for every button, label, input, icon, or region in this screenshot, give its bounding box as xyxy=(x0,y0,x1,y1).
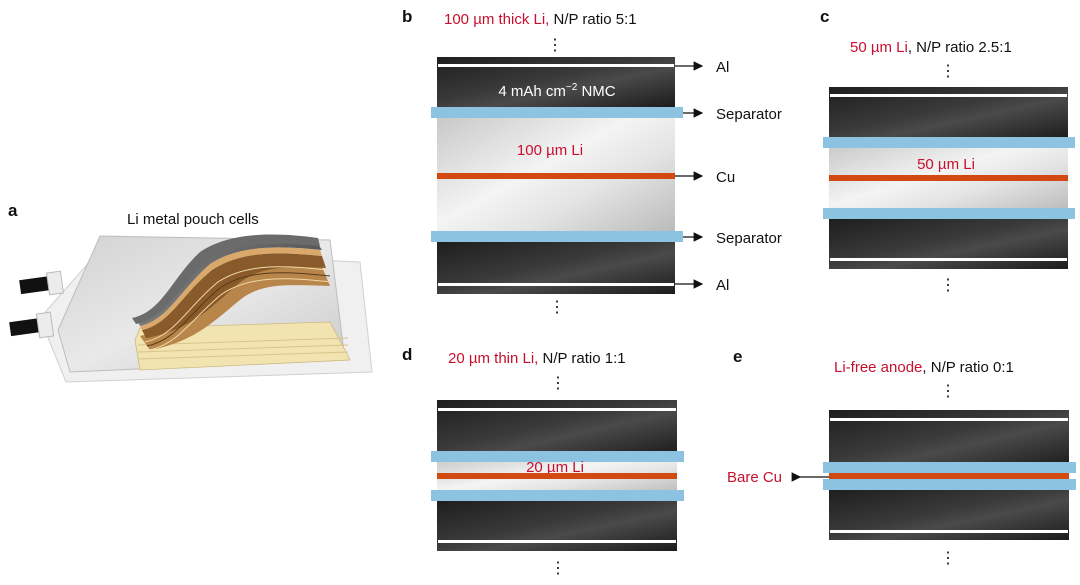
panel-d-separator-bottom xyxy=(431,490,684,501)
callout-al-top: Al xyxy=(716,59,729,76)
panel-c-copper xyxy=(829,175,1068,181)
panel-d-ellipsis-top: ⋮ xyxy=(550,375,566,392)
panel-a-letter: a xyxy=(8,201,18,220)
panel-b-separator-top xyxy=(431,107,683,118)
panel-b-lithium xyxy=(437,107,675,237)
panel-e-ellipsis-bottom: ⋮ xyxy=(940,550,956,567)
panel-e-ellipsis-top: ⋮ xyxy=(940,383,956,400)
panel-a-title: Li metal pouch cells xyxy=(127,211,259,228)
callout-bare-cu: Bare Cu xyxy=(727,469,782,486)
panel-b-ellipsis-top: ⋮ xyxy=(547,37,563,54)
panel-d-copper xyxy=(437,473,677,479)
panel-c-separator-top xyxy=(823,137,1075,148)
panel-b-caption-red: 100 µm thick Li, xyxy=(444,11,549,28)
panel-b-al-bottom xyxy=(438,283,674,286)
panel-c-letter: c xyxy=(820,7,829,26)
pouch-cell-illustration xyxy=(9,234,373,383)
panel-d-caption-black: N/P ratio 1:1 xyxy=(538,350,625,367)
panel-e-separator-bottom xyxy=(823,479,1076,490)
panel-c-ellipsis-bottom: ⋮ xyxy=(940,277,956,294)
panel-c: c 50 µm Li, N/P ratio 2.5:1 ⋮ 50 µm Li ⋮ xyxy=(820,7,1075,294)
panel-c-ellipsis-top: ⋮ xyxy=(940,63,956,80)
panel-a: a Li metal pouch cells xyxy=(8,201,373,383)
panel-d-separator-top xyxy=(431,451,684,462)
pouch-tab-bottom xyxy=(9,311,55,339)
panel-d-ellipsis-bottom: ⋮ xyxy=(550,560,566,577)
panel-b-al-top xyxy=(438,64,674,67)
panel-d-anode-label: 20 µm Li xyxy=(526,459,584,476)
panel-c-caption-black: , N/P ratio 2.5:1 xyxy=(908,39,1012,56)
panel-c-anode-label: 50 µm Li xyxy=(917,156,975,173)
panel-d-al-bottom xyxy=(438,540,676,543)
panel-e-caption-black: , N/P ratio 0:1 xyxy=(922,359,1013,376)
panel-b-cathode-label: 4 mAh cm−2 NMC xyxy=(498,82,615,100)
panel-e-caption: Li-free anode, N/P ratio 0:1 xyxy=(834,359,1014,376)
callout-separator-top: Separator xyxy=(716,106,782,123)
panel-b-caption: 100 µm thick Li, N/P ratio 5:1 xyxy=(444,11,637,28)
callout-separator-bottom: Separator xyxy=(716,230,782,247)
panel-d-letter: d xyxy=(402,345,412,364)
panel-d-cathode-bottom xyxy=(437,501,677,551)
panel-e-al-bottom xyxy=(830,530,1068,533)
panel-e-al-top xyxy=(830,418,1068,421)
panel-c-cathode-bottom xyxy=(829,219,1068,269)
panel-d-caption-red: 20 µm thin Li, xyxy=(448,350,538,367)
callout-al-bottom: Al xyxy=(716,277,729,294)
panel-d-caption: 20 µm thin Li, N/P ratio 1:1 xyxy=(448,350,626,367)
panel-e-letter: e xyxy=(733,347,742,366)
pouch-tab-top xyxy=(19,270,65,296)
panel-c-al-bottom xyxy=(830,258,1067,261)
panel-b-separator-bottom xyxy=(431,231,683,242)
callout-cu: Cu xyxy=(716,169,735,186)
panel-e: e Li-free anode, N/P ratio 0:1 ⋮ ⋮ Bare … xyxy=(727,347,1076,567)
panel-b: b 100 µm thick Li, N/P ratio 5:1 ⋮ 4 mAh… xyxy=(402,7,782,316)
panel-b-letter: b xyxy=(402,7,412,26)
panel-b-cathode-bottom xyxy=(437,242,675,294)
panel-d-al-top xyxy=(438,408,676,411)
panel-b-ellipsis-bottom: ⋮ xyxy=(549,299,565,316)
panel-c-al-top xyxy=(830,94,1067,97)
panel-c-caption-red: 50 µm Li xyxy=(850,39,908,56)
panel-c-separator-bottom xyxy=(823,208,1075,219)
panel-e-caption-red: Li-free anode xyxy=(834,359,922,376)
panel-e-separator-top xyxy=(823,462,1076,473)
panel-b-copper xyxy=(437,173,675,179)
panel-e-copper xyxy=(829,473,1069,479)
panel-b-caption-black: N/P ratio 5:1 xyxy=(549,11,636,28)
panel-d: d 20 µm thin Li, N/P ratio 1:1 ⋮ 20 µm L… xyxy=(402,345,684,577)
curled-electrode-layers xyxy=(132,234,333,351)
panel-b-anode-label: 100 µm Li xyxy=(517,142,583,159)
panel-c-caption: 50 µm Li, N/P ratio 2.5:1 xyxy=(850,39,1012,56)
